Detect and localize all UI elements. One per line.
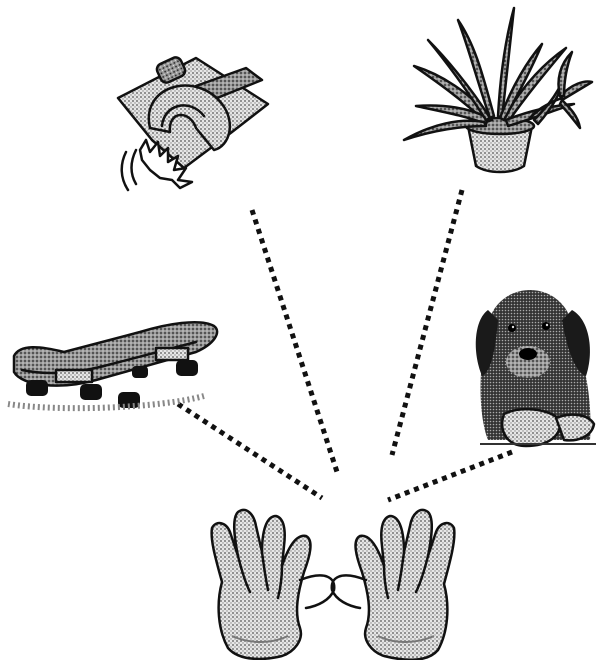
skateboard-icon [8, 322, 217, 408]
connector-plant [392, 190, 462, 455]
left-hand-icon [212, 510, 335, 659]
connector-lines [178, 190, 512, 500]
circular-saw-icon [118, 55, 268, 190]
potted-plant-icon [404, 8, 592, 172]
connector-skateboard [178, 404, 322, 498]
open-hands-icon [212, 510, 455, 660]
puppy-icon [476, 290, 596, 446]
connector-saw [252, 210, 338, 475]
connector-puppy [388, 452, 512, 500]
right-hand-icon [332, 510, 455, 660]
